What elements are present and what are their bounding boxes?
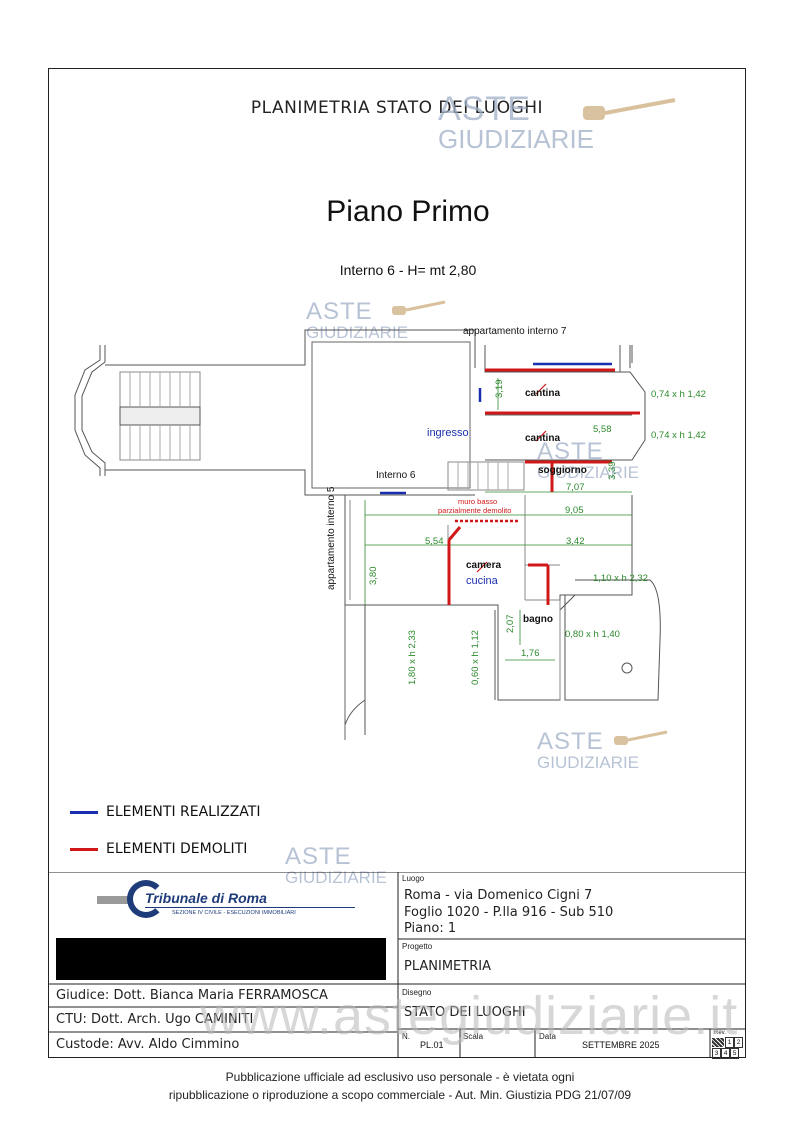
progetto-value: PLANIMETRIA bbox=[404, 959, 491, 974]
label-soggiorno: soggiorno bbox=[538, 465, 587, 476]
n-label: N. bbox=[402, 1032, 410, 1041]
label-muro-basso-2: parzialmente demolito bbox=[438, 506, 511, 515]
watermark-aste-plan: ASTE GIUDIZIARIE bbox=[306, 298, 409, 342]
drawing-sheet-border bbox=[48, 68, 746, 1058]
label-cantina-1: cantina bbox=[525, 388, 560, 399]
rev-hatch-icon bbox=[712, 1038, 724, 1047]
window-dim-1: 0,74 x h 1,42 bbox=[651, 389, 706, 400]
tribunale-sezione: SEZIONE IV CIVILE - ESECUZIONI IMMOBILIA… bbox=[172, 910, 296, 916]
dim-3-39: 3,39 bbox=[607, 462, 618, 481]
giudice: Giudice: Dott. Bianca Maria FERRAMOSCA bbox=[56, 988, 328, 1003]
revision-grid: 1 2 bbox=[725, 1037, 743, 1048]
label-cantina-2: cantina bbox=[525, 433, 560, 444]
realized-elements bbox=[380, 362, 612, 495]
window-dim-4: 0,80 x h 1,40 bbox=[565, 629, 620, 640]
label-muro-basso: muro basso bbox=[458, 497, 497, 506]
custode: Custode: Avv. Aldo Cimmino bbox=[56, 1037, 240, 1052]
n-value: PL.01 bbox=[420, 1040, 444, 1050]
disegno-label: Disegno bbox=[402, 988, 432, 997]
progetto-label: Progetto bbox=[402, 942, 433, 951]
footer-line-2: ripubblicazione o riproduzione a scopo c… bbox=[168, 1088, 632, 1102]
watermark-aste-lower: ASTE GIUDIZIARIE bbox=[537, 728, 640, 772]
page-title: PLANIMETRIA STATO DEI LUOGHI bbox=[250, 98, 544, 118]
label-cucina: cucina bbox=[466, 575, 499, 587]
legend-realized: ELEMENTI REALIZZATI bbox=[70, 804, 260, 820]
gavel-icon bbox=[583, 98, 676, 120]
dim-3-42: 3,42 bbox=[566, 536, 585, 547]
luogo-line-3: Piano: 1 bbox=[404, 921, 457, 936]
legend-swatch-red bbox=[70, 847, 98, 851]
window-dim-2: 0,74 x h 1,42 bbox=[651, 430, 706, 441]
dim-2-07: 2,07 bbox=[505, 615, 516, 634]
watermark-site: www.astegiudiziarie.it bbox=[200, 986, 739, 1046]
disegno-value: STATO DEI LUOGHI bbox=[404, 1005, 526, 1020]
legend-swatch-blue bbox=[70, 810, 98, 814]
label-bagno: bagno bbox=[523, 614, 553, 625]
data-label: Data bbox=[539, 1032, 556, 1041]
window-dim-5: 1,80 x h 2,33 bbox=[407, 630, 418, 685]
dim-9-05: 9,05 bbox=[565, 505, 584, 516]
dim-5-58: 5,58 bbox=[593, 424, 612, 435]
watermark-aste-top: ASTE GIUDIZIARIE bbox=[438, 90, 595, 154]
label-apartment-7: appartamento interno 7 bbox=[463, 326, 567, 337]
gavel-icon bbox=[392, 300, 446, 315]
dim-5-54: 5,54 bbox=[425, 536, 444, 547]
dim-3-19: 3,19 bbox=[494, 380, 505, 399]
tribunale-logo: Tribunale di Roma SEZIONE IV CIVILE - ES… bbox=[97, 878, 357, 928]
luogo-line-2: Foglio 1020 - P.lla 916 - Sub 510 bbox=[404, 905, 614, 920]
tribunale-g-icon bbox=[127, 880, 165, 918]
title-block-grid bbox=[48, 872, 746, 1058]
footer-line-1: Pubblicazione ufficiale ad esclusivo uso… bbox=[225, 1070, 575, 1084]
label-camera: camera bbox=[466, 560, 501, 571]
data-value: SETTEMBRE 2025 bbox=[582, 1040, 660, 1050]
plan-walls bbox=[74, 329, 661, 740]
label-ingresso: ingresso bbox=[427, 427, 469, 439]
dim-1-76: 1,76 bbox=[521, 648, 540, 659]
label-interno-6: Interno 6 bbox=[376, 470, 416, 481]
luogo-label: Luogo bbox=[402, 874, 425, 883]
window-dim-6: 0,60 x h 1,12 bbox=[470, 630, 481, 685]
label-apartment-5: appartamento interno 5 bbox=[326, 486, 337, 590]
unit-subtitle: Interno 6 - H= mt 2,80 bbox=[339, 262, 477, 278]
gavel-icon bbox=[614, 730, 668, 745]
window-dim-3: 1,10 x h 2,32 bbox=[593, 573, 648, 584]
redacted-block bbox=[56, 938, 386, 980]
dim-3-80: 3,80 bbox=[368, 567, 379, 586]
ctu: CTU: Dott. Arch. Ugo CAMINITI bbox=[56, 1012, 254, 1027]
revision-grid-2: 3 4 5 bbox=[712, 1048, 739, 1059]
dimension-lines bbox=[364, 378, 632, 661]
legend-demolished: ELEMENTI DEMOLITI bbox=[70, 841, 247, 857]
tribunale-name: Tribunale di Roma bbox=[145, 890, 267, 906]
floor-title: Piano Primo bbox=[326, 195, 490, 228]
rev-label: Rev. bbox=[714, 1030, 726, 1036]
luogo-line-1: Roma - via Domenico Cigni 7 bbox=[404, 888, 593, 903]
scala-label: Scala bbox=[463, 1032, 484, 1041]
demolished-elements bbox=[447, 368, 640, 605]
watermark-aste-bottom: ASTE GIUDIZIARIE bbox=[285, 843, 388, 887]
dim-7-07: 7,07 bbox=[566, 482, 585, 493]
